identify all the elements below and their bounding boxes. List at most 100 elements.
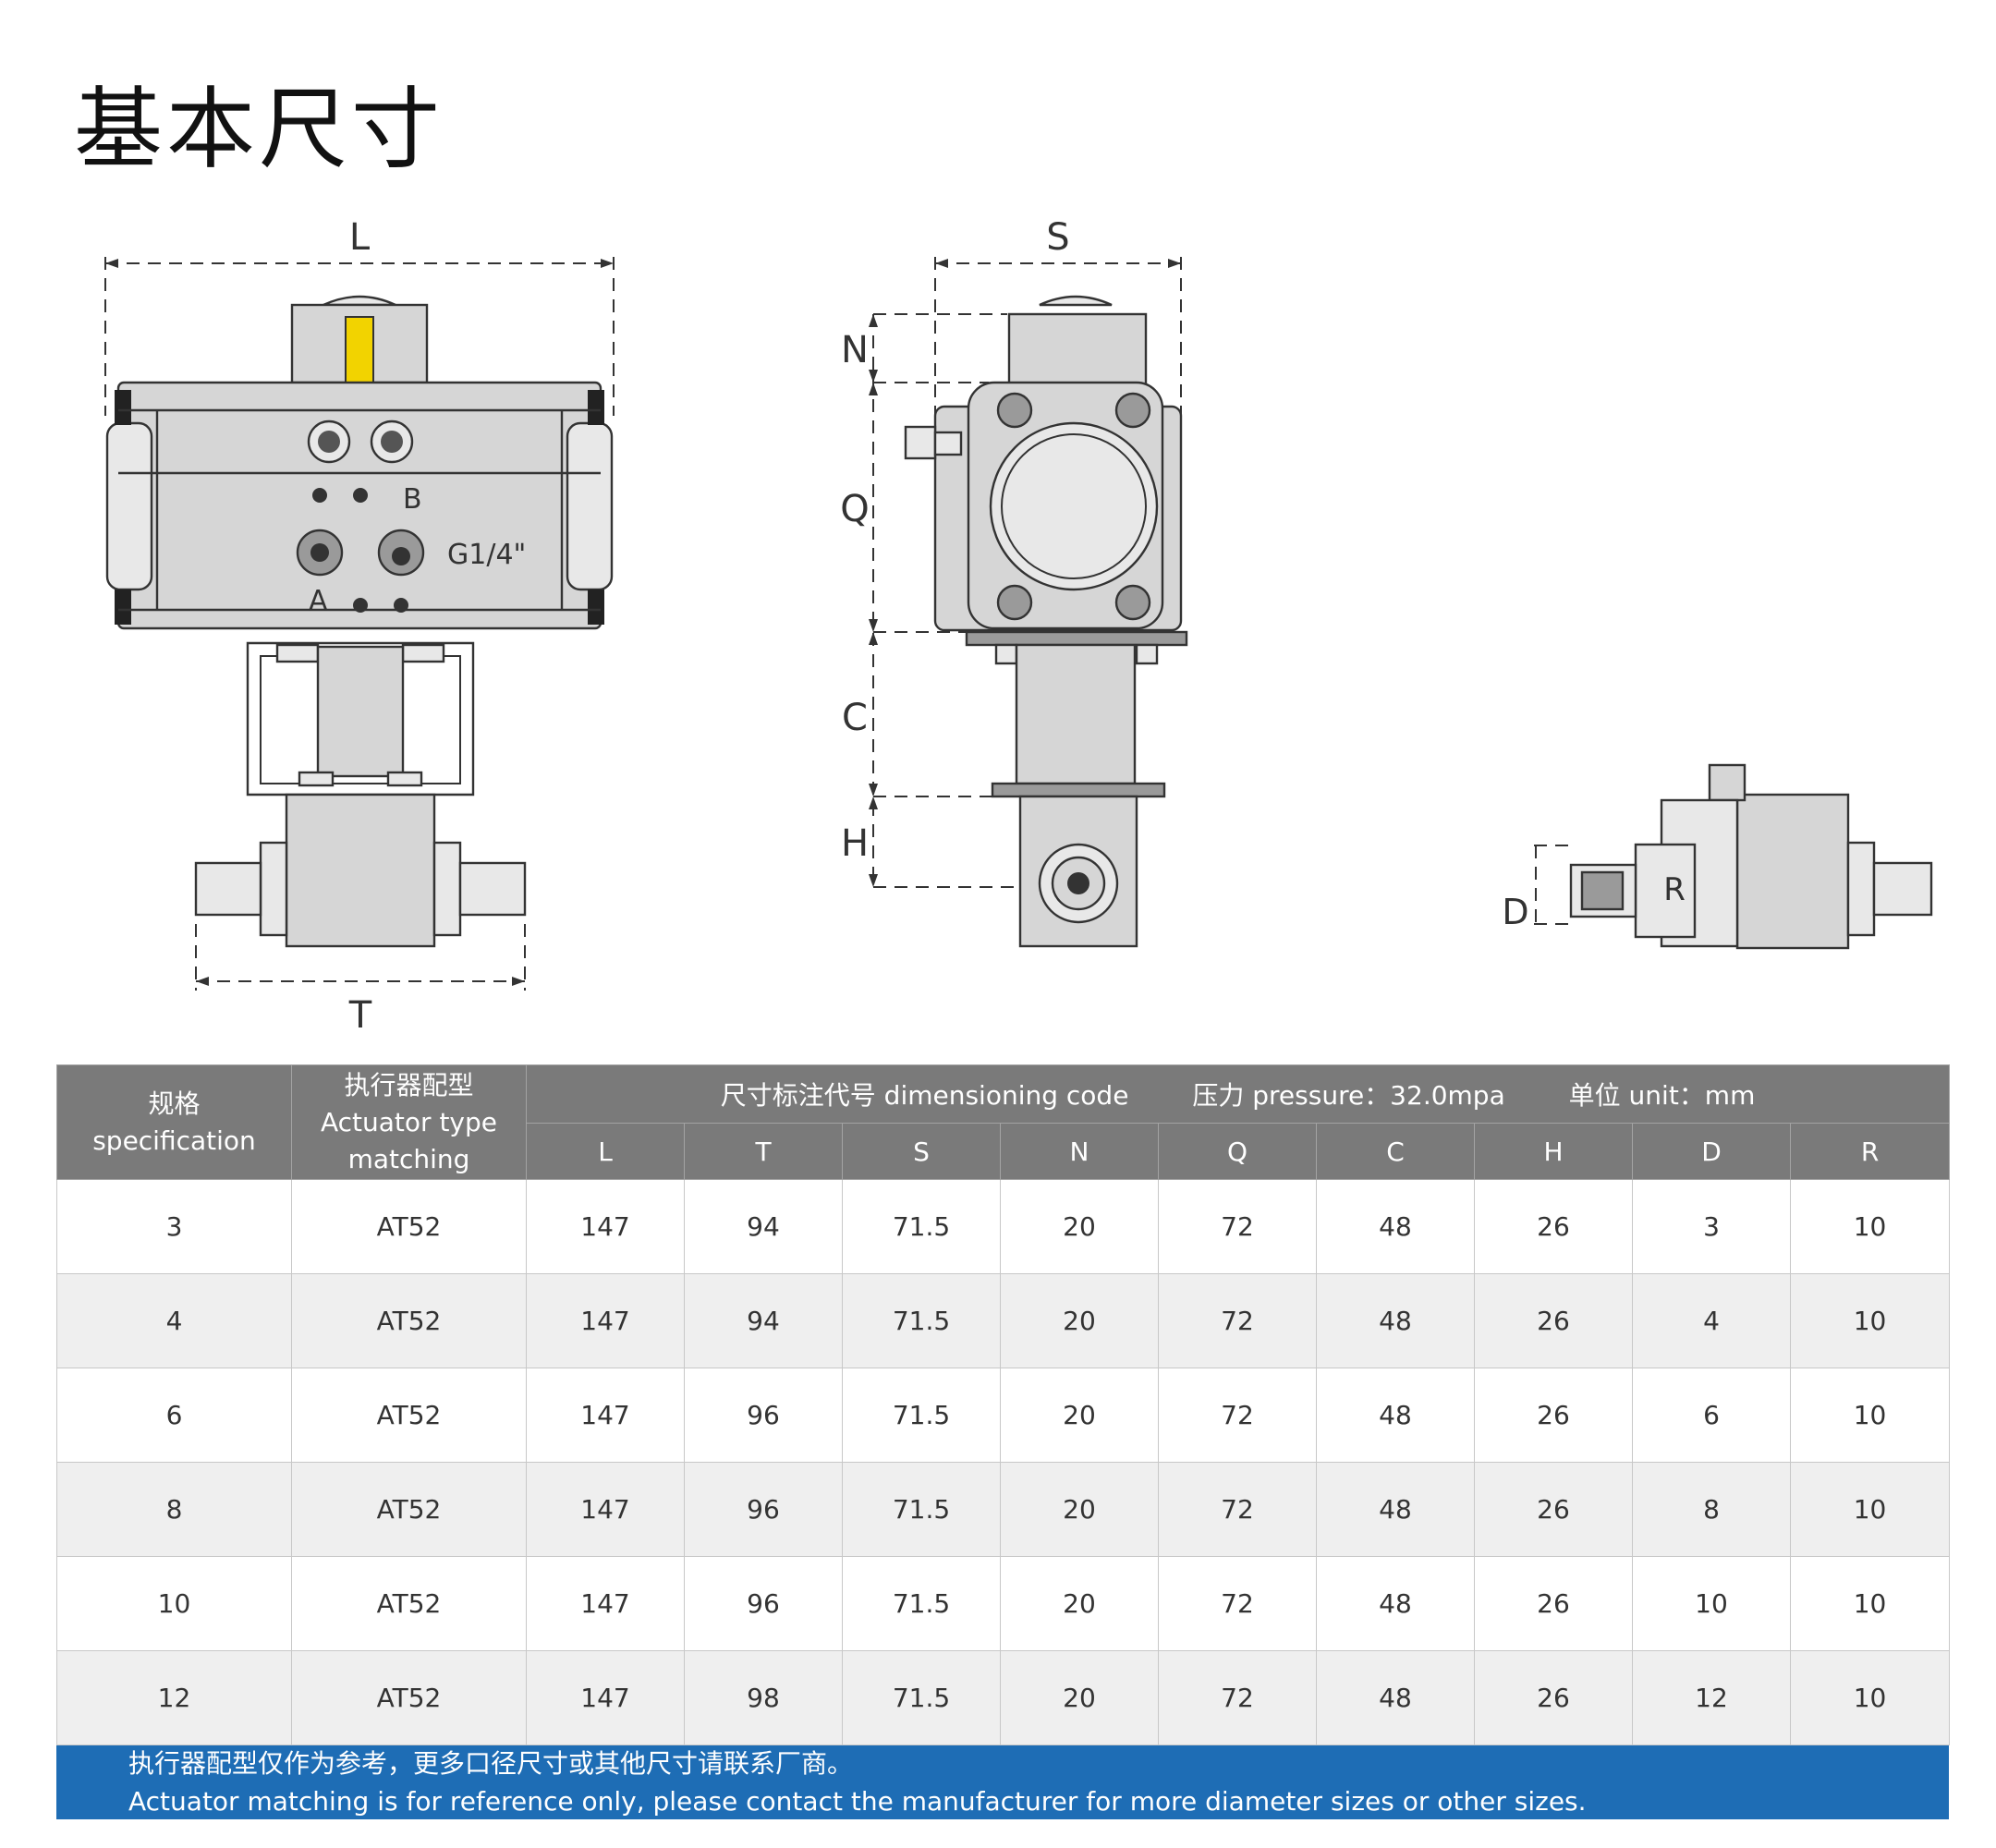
table-cell: AT52 xyxy=(291,1179,527,1274)
dim-header: R xyxy=(1789,1123,1951,1180)
table-cell: 94 xyxy=(684,1273,843,1368)
dim-header: D xyxy=(1632,1123,1791,1180)
table-cell: 147 xyxy=(526,1368,685,1463)
table-cell: 48 xyxy=(1316,1556,1475,1651)
front-view: L B G1/4" A xyxy=(104,216,615,1037)
dim-header: S xyxy=(842,1123,1001,1180)
table-cell: 71.5 xyxy=(842,1368,1001,1463)
footnote-banner: 执行器配型仅作为参考，更多口径尺寸或其他尺寸请联系厂商。 Actuator ma… xyxy=(56,1745,1949,1819)
table-cell: 20 xyxy=(1000,1462,1159,1557)
table-cell: 10 xyxy=(56,1556,292,1651)
side-view: S N Q C H xyxy=(840,216,1188,948)
table-cell: 48 xyxy=(1316,1273,1475,1368)
section-view: R D xyxy=(1502,763,1933,950)
table-cell: AT52 xyxy=(291,1368,527,1463)
valve-drawings: L B G1/4" A xyxy=(104,216,1933,1037)
actuator-header: 执行器配型 Actuator type matching xyxy=(291,1064,527,1180)
actuator-body xyxy=(116,381,602,630)
table-cell: 6 xyxy=(56,1368,292,1463)
dim-header: T xyxy=(684,1123,843,1180)
dim-header: H xyxy=(1474,1123,1633,1180)
table-cell: 10 xyxy=(1789,1556,1951,1651)
spec-header: 规格 specification xyxy=(56,1064,292,1180)
table-cell: 48 xyxy=(1316,1179,1475,1274)
table-cell: 12 xyxy=(56,1650,292,1745)
table-cell: 98 xyxy=(684,1650,843,1745)
table-cell: 71.5 xyxy=(842,1556,1001,1651)
table-cell: 26 xyxy=(1474,1273,1633,1368)
table-cell: 147 xyxy=(526,1179,685,1274)
table-cell: 72 xyxy=(1158,1179,1317,1274)
table-cell: 48 xyxy=(1316,1462,1475,1557)
dim-label-t: T xyxy=(348,994,372,1037)
table-cell: 10 xyxy=(1789,1179,1951,1274)
table-cell: AT52 xyxy=(291,1273,527,1368)
table-cell: 147 xyxy=(526,1273,685,1368)
dimension-table: 规格 specification 执行器配型 Actuator type mat… xyxy=(56,1064,1951,1745)
table-cell: 71.5 xyxy=(842,1650,1001,1745)
table-cell: 6 xyxy=(1632,1368,1791,1463)
table-cell: 4 xyxy=(1632,1273,1791,1368)
table-cell: 72 xyxy=(1158,1650,1317,1745)
table-cell: 72 xyxy=(1158,1273,1317,1368)
table-cell: 10 xyxy=(1789,1462,1951,1557)
table-cell: 71.5 xyxy=(842,1179,1001,1274)
table-cell: AT52 xyxy=(291,1556,527,1651)
table-cell: 72 xyxy=(1158,1556,1317,1651)
dim-label-q: Q xyxy=(840,488,869,530)
table-cell: 8 xyxy=(56,1462,292,1557)
dim-header: N xyxy=(1000,1123,1159,1180)
table-cell: 94 xyxy=(684,1179,843,1274)
table-cell: 48 xyxy=(1316,1650,1475,1745)
table-cell: 20 xyxy=(1000,1368,1159,1463)
dim-label-r: R xyxy=(1663,871,1686,908)
table-cell: 48 xyxy=(1316,1368,1475,1463)
table-cell: 8 xyxy=(1632,1462,1791,1557)
thread-label: G1/4" xyxy=(447,539,526,571)
table-cell: 72 xyxy=(1158,1368,1317,1463)
table-cell: 3 xyxy=(1632,1179,1791,1274)
dim-label-l: L xyxy=(349,216,371,259)
dim-header: L xyxy=(526,1123,685,1180)
table-cell: 3 xyxy=(56,1179,292,1274)
group-header: 尺寸标注代号 dimensioning code 压力 pressure：32.… xyxy=(525,1064,1951,1124)
table-cell: AT52 xyxy=(291,1650,527,1745)
table-cell: 96 xyxy=(684,1368,843,1463)
port-a-label: A xyxy=(309,585,328,617)
table-cell: 12 xyxy=(1632,1650,1791,1745)
table-cell: 4 xyxy=(56,1273,292,1368)
dim-header: Q xyxy=(1158,1123,1317,1180)
dimension-table-wrap: 规格 specification 执行器配型 Actuator type mat… xyxy=(56,1064,1951,1819)
table-cell: AT52 xyxy=(291,1462,527,1557)
table-cell: 71.5 xyxy=(842,1462,1001,1557)
table-cell: 20 xyxy=(1000,1556,1159,1651)
table-cell: 96 xyxy=(684,1556,843,1651)
table-cell: 10 xyxy=(1789,1273,1951,1368)
position-indicator xyxy=(345,316,374,383)
table-cell: 72 xyxy=(1158,1462,1317,1557)
table-cell: 26 xyxy=(1474,1556,1633,1651)
table-cell: 10 xyxy=(1632,1556,1791,1651)
table-cell: 96 xyxy=(684,1462,843,1557)
valve-body xyxy=(285,793,436,948)
dim-header: C xyxy=(1316,1123,1475,1180)
dim-label-h: H xyxy=(841,822,869,865)
dim-label-c: C xyxy=(842,697,868,739)
table-cell: 20 xyxy=(1000,1650,1159,1745)
dim-label-d: D xyxy=(1502,892,1528,932)
table-cell: 147 xyxy=(526,1462,685,1557)
table-cell: 26 xyxy=(1474,1650,1633,1745)
dim-label-n: N xyxy=(841,329,869,371)
page-title: 基本尺寸 xyxy=(74,78,444,181)
table-cell: 147 xyxy=(526,1556,685,1651)
table-cell: 26 xyxy=(1474,1462,1633,1557)
table-cell: 71.5 xyxy=(842,1273,1001,1368)
table-cell: 147 xyxy=(526,1650,685,1745)
table-cell: 20 xyxy=(1000,1179,1159,1274)
table-cell: 20 xyxy=(1000,1273,1159,1368)
